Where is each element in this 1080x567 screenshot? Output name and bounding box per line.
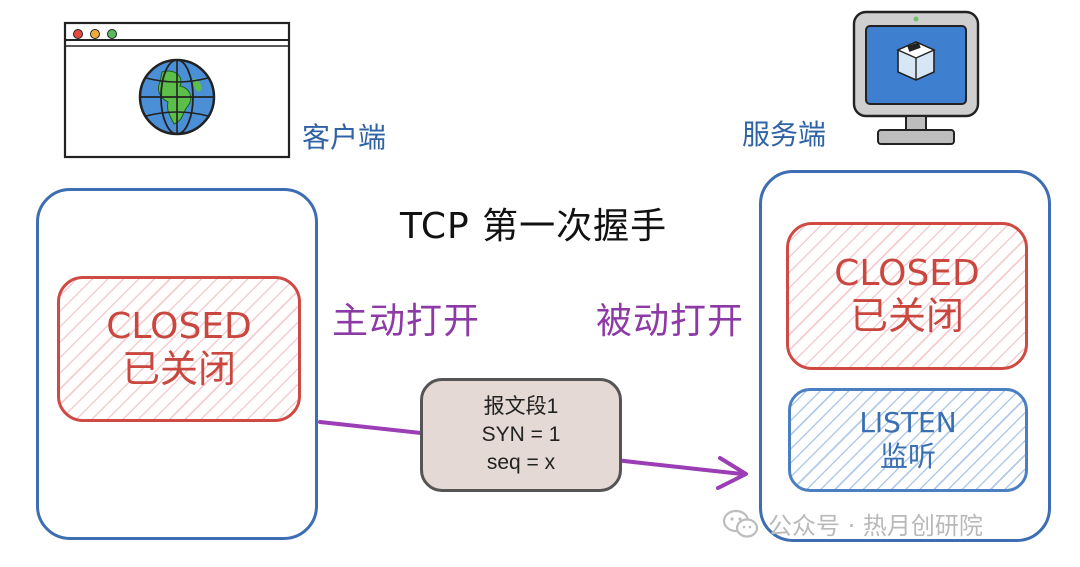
watermark: 公众号 · 热月创研院 — [722, 506, 983, 541]
server-action-label: 被动打开 — [596, 301, 745, 342]
client-state-desc: 已关闭 — [121, 346, 236, 391]
client-action-label: 主动打开 — [332, 301, 481, 342]
client-state-name: CLOSED — [106, 306, 252, 348]
segment-box: 报文段1 SYN = 1 seq = x — [420, 378, 622, 492]
server-state-desc: 已关闭 — [849, 293, 964, 338]
listen-state-desc: 监听 — [879, 440, 936, 473]
segment-seq: seq = x — [486, 451, 556, 474]
server-listen-state: LISTEN 监听 — [788, 388, 1028, 492]
segment-name: 报文段1 — [483, 395, 559, 418]
server-monitor-icon — [852, 10, 980, 145]
syn-arrow — [318, 420, 748, 490]
client-closed-state: CLOSED 已关闭 — [57, 276, 301, 422]
client-label: 客户端 — [302, 121, 387, 154]
listen-state-name: LISTEN — [859, 406, 957, 440]
wechat-icon — [722, 509, 759, 538]
watermark-text: 公众号 · 热月创研院 — [768, 512, 983, 540]
server-state-name: CLOSED — [834, 253, 980, 295]
server-closed-state: CLOSED 已关闭 — [786, 222, 1028, 370]
browser-window-icon — [63, 21, 291, 159]
server-label: 服务端 — [742, 118, 827, 151]
segment-syn-flag: SYN = 1 — [481, 423, 561, 446]
diagram-title: TCP 第一次握手 — [400, 206, 668, 247]
